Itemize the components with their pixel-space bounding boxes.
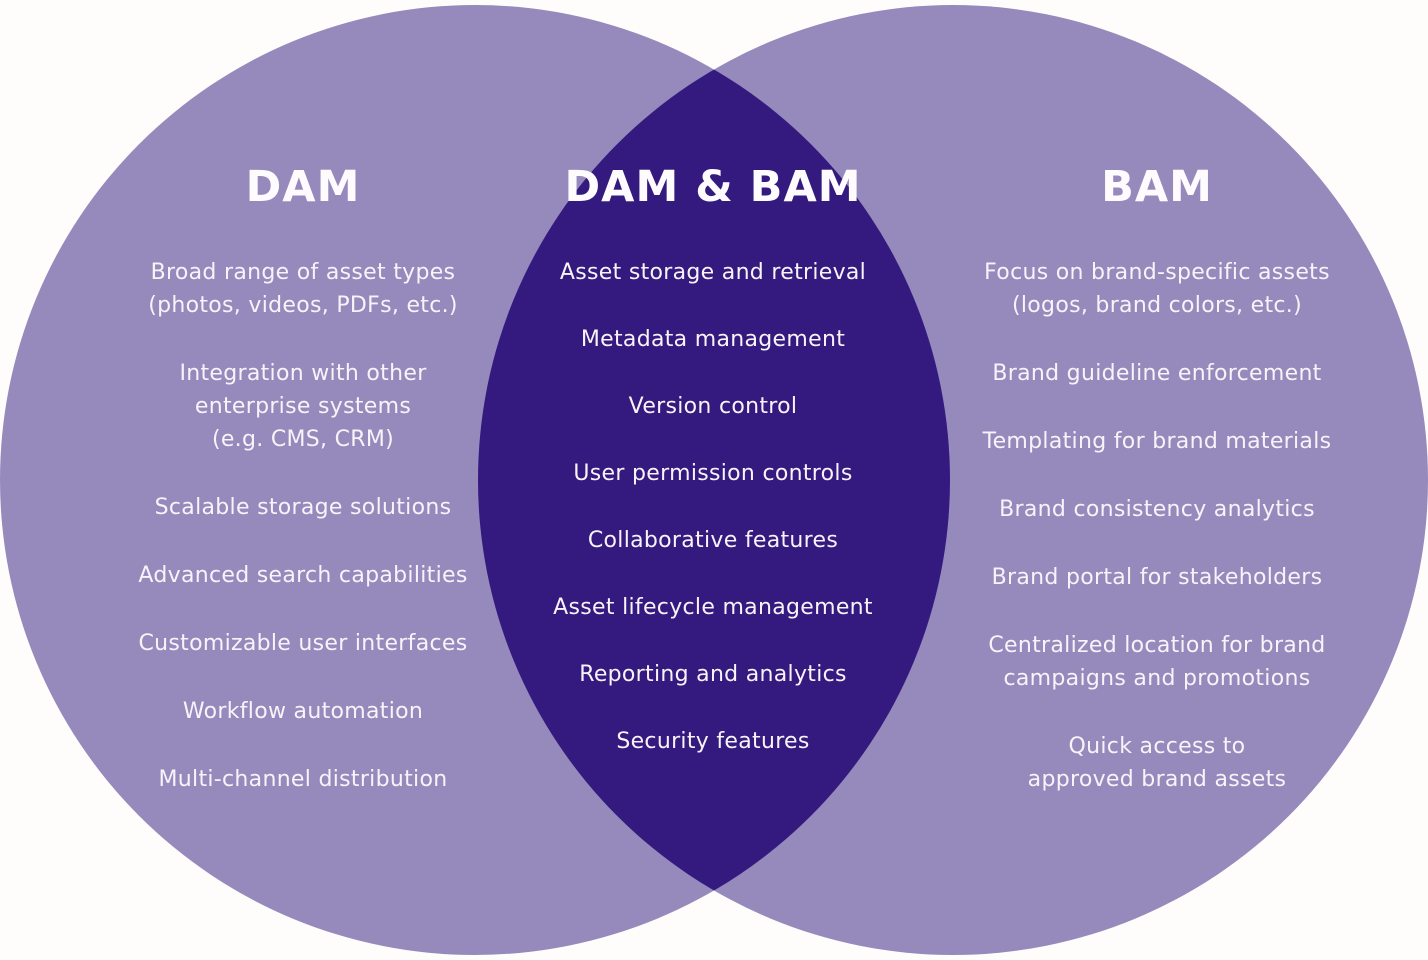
- list-item-line: Version control: [628, 394, 798, 419]
- list-item: Broad range of asset types (photos, video…: [138, 256, 467, 322]
- list-item-line: enterprise systems: [194, 394, 412, 419]
- list-item-line: Collaborative features: [587, 528, 839, 553]
- list-item-line: Centralized location for brand: [988, 633, 1326, 658]
- list-item: Advanced search capabilities: [138, 559, 467, 592]
- list-item-line: (photos, videos, PDFs, etc.): [148, 293, 458, 318]
- list-item: Multi-channel distribution: [138, 763, 467, 796]
- list-item-line: Quick access to: [1068, 734, 1246, 759]
- list-item: Templating for brand materials: [983, 425, 1332, 458]
- list-item-line: Brand consistency analytics: [999, 497, 1315, 522]
- list-item-line: Multi-channel distribution: [158, 767, 448, 792]
- bam-section: BAM Focus on brand-specific assets (logos…: [937, 162, 1377, 796]
- list-item-line: Brand guideline enforcement: [992, 361, 1322, 386]
- list-item: Focus on brand-specific assets (logos, br…: [983, 256, 1332, 322]
- list-item: Asset lifecycle management: [553, 591, 873, 624]
- list-item-line: Security features: [616, 729, 810, 754]
- dam-item-list: Broad range of asset types (photos, video…: [138, 256, 467, 796]
- list-item-line: Workflow automation: [182, 699, 424, 724]
- list-item-line: User permission controls: [573, 461, 853, 486]
- list-item: Version control: [553, 390, 873, 423]
- list-item-line: Broad range of asset types: [150, 260, 456, 285]
- list-item-line: (e.g. CMS, CRM): [211, 427, 395, 452]
- list-item-line: Brand portal for stakeholders: [991, 565, 1323, 590]
- list-item-line: Metadata management: [580, 327, 846, 352]
- list-item-line: Reporting and analytics: [579, 662, 847, 687]
- list-item: Workflow automation: [138, 695, 467, 728]
- list-item-line: (logos, brand colors, etc.): [1012, 293, 1302, 318]
- list-item: Security features: [553, 725, 873, 758]
- list-item: Customizable user interfaces: [138, 627, 467, 660]
- list-item-line: campaigns and promotions: [1003, 666, 1311, 691]
- list-item-line: Customizable user interfaces: [138, 631, 468, 656]
- bam-title: BAM: [1101, 162, 1213, 212]
- dam-title: DAM: [245, 162, 361, 212]
- list-item-line: approved brand assets: [1027, 767, 1287, 792]
- dam-section: DAM Broad range of asset types (photos, v…: [83, 162, 523, 796]
- list-item-line: Templating for brand materials: [982, 429, 1332, 454]
- list-item-line: Focus on brand-specific assets: [984, 260, 1330, 285]
- list-item: Centralized location for brand campaigns …: [983, 629, 1332, 695]
- list-item-line: Asset storage and retrieval: [559, 260, 867, 285]
- list-item: Collaborative features: [553, 524, 873, 557]
- list-item: Scalable storage solutions: [138, 491, 467, 524]
- list-item: Quick access to approved brand assets: [983, 730, 1332, 796]
- list-item: Reporting and analytics: [553, 658, 873, 691]
- bam-item-list: Focus on brand-specific assets (logos, br…: [983, 256, 1332, 796]
- dam-and-bam-title: DAM & BAM: [564, 162, 862, 212]
- overlap-lens: [478, 5, 950, 955]
- list-item: Brand guideline enforcement: [983, 357, 1332, 390]
- list-item-line: Scalable storage solutions: [154, 495, 452, 520]
- list-item: Integration with other enterprise systems…: [138, 357, 467, 456]
- list-item: Brand consistency analytics: [983, 493, 1332, 526]
- list-item-line: Asset lifecycle management: [553, 595, 873, 620]
- list-item: Metadata management: [553, 323, 873, 356]
- list-item: Asset storage and retrieval: [553, 256, 873, 289]
- list-item-line: Integration with other: [179, 361, 427, 386]
- list-item: User permission controls: [553, 457, 873, 490]
- list-item: Brand portal for stakeholders: [983, 561, 1332, 594]
- list-item-line: Advanced search capabilities: [138, 563, 468, 588]
